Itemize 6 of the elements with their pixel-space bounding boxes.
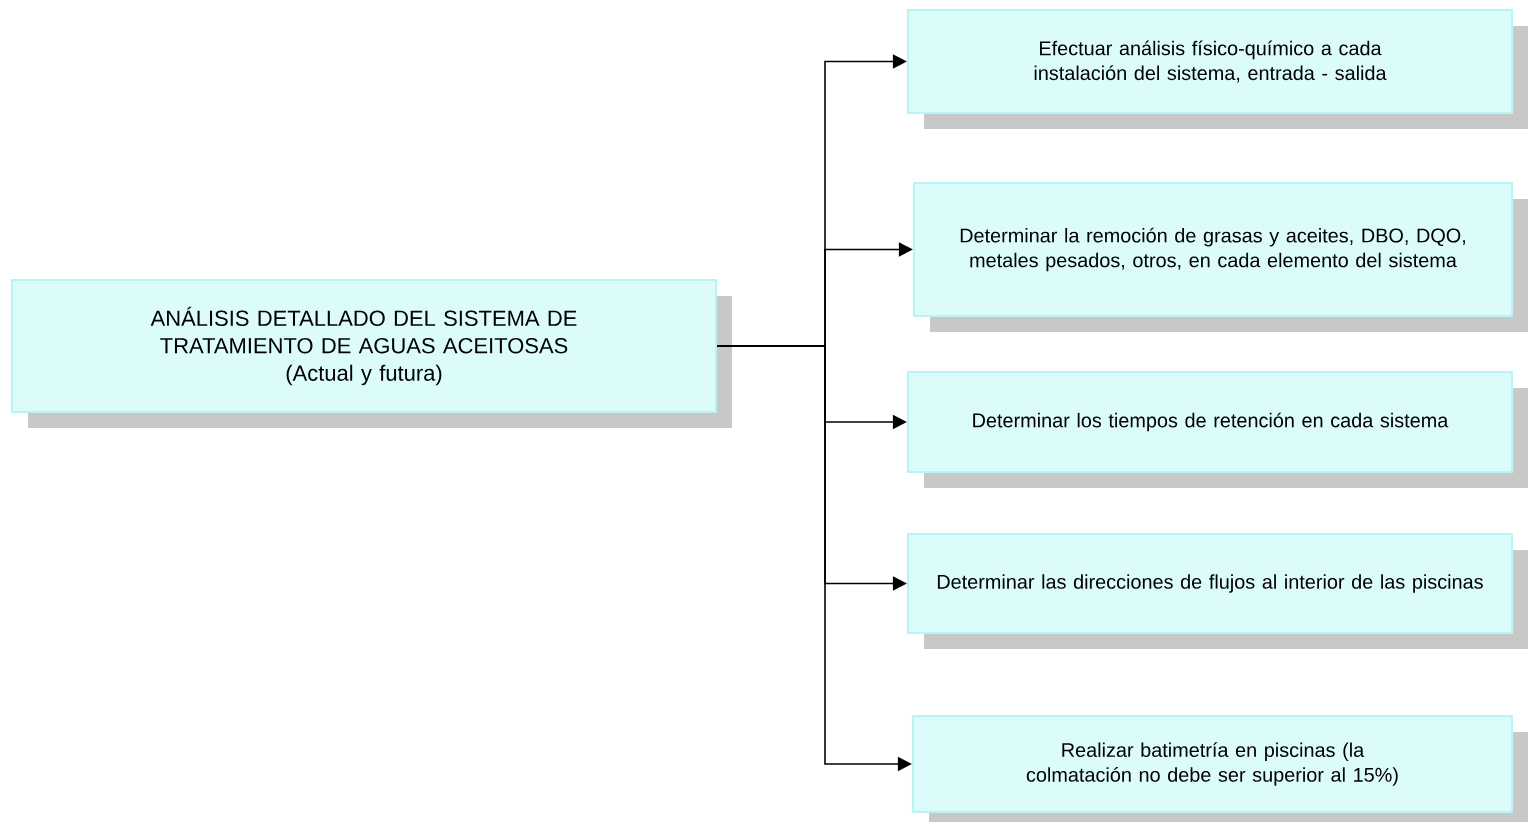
process-box: Determinar los tiempos de retención en cada sistema	[906, 370, 1514, 474]
process-box: Realizar batimetría en piscinas (la colmatación no debe ser superior al 15%)	[911, 714, 1514, 814]
process-box: Efectuar análisis físico-químico a cada instalación del sistema, entrada - salida	[906, 8, 1514, 115]
process-box: Determinar las direcciones de flujos al interior de las piscinas	[906, 532, 1514, 635]
process-box: Determinar la remoción de grasas y aceites, DBO, DQO, metales pesados, otros, en cada elemento del sistema	[912, 181, 1514, 318]
process-box: ANÁLISIS DETALLADO DEL SISTEMA DE TRATAMIENTO DE AGUAS ACEITOSAS (Actual y futura)	[10, 278, 718, 414]
